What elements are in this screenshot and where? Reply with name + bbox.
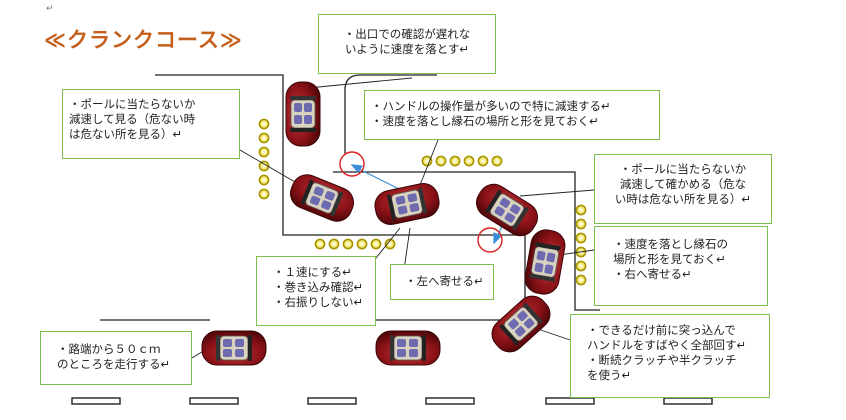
pole-icon xyxy=(575,274,587,286)
pole-icon xyxy=(328,238,340,250)
direction-arrow-icon xyxy=(350,164,364,173)
pole-icon xyxy=(575,218,587,230)
note-pole-check-right: ・ポールに当たらないか 減速して確かめる（危な い時は危ない所を見る）↵ xyxy=(594,154,772,224)
pole-icon xyxy=(463,155,475,167)
car-icon xyxy=(485,289,557,359)
pole-icon xyxy=(575,204,587,216)
pole-icon xyxy=(258,118,270,130)
pole-icon xyxy=(356,238,368,250)
note-deep-turn: ・できるだけ前に突っ込んで ハンドルをすばやく全部回す↵ ・断続クラッチや半クラ… xyxy=(570,314,770,398)
pole-icon xyxy=(435,155,447,167)
car-icon xyxy=(201,330,267,366)
pole-icon xyxy=(258,188,270,200)
pole-icon xyxy=(370,238,382,250)
check-circle-icon xyxy=(477,227,503,253)
note-pole-check-left: ・ポールに当たらないか 減速して見る（危ない時 は危ない所を見る）↵ xyxy=(62,89,240,159)
car-icon xyxy=(375,330,441,366)
pole-icon xyxy=(491,155,503,167)
pole-icon xyxy=(258,174,270,186)
car-icon xyxy=(522,227,568,297)
direction-arrow-icon xyxy=(493,232,503,245)
pole-icon xyxy=(314,238,326,250)
pole-row-upper xyxy=(421,155,503,167)
pole-icon xyxy=(258,146,270,158)
note-pull-left: ・左へ寄せる↵ xyxy=(390,264,494,300)
note-exit-check: ・出口での確認が遅れな いように速度を落とす↵ xyxy=(318,14,496,74)
pole-column-left xyxy=(258,118,270,200)
note-curb-right: ・速度を落とし縁石の 場所と形を見ておく↵ ・右へ寄せる↵ xyxy=(594,226,768,306)
pole-icon xyxy=(258,132,270,144)
pole-icon xyxy=(342,238,354,250)
check-circle-icon xyxy=(339,151,365,177)
pole-icon xyxy=(575,260,587,272)
car-icon xyxy=(371,180,443,228)
paragraph-mark: ↵ xyxy=(46,4,54,14)
pole-icon xyxy=(449,155,461,167)
note-handle-slowdown: ・ハンドルの操作量が多いので特に減速する↵ ・速度を落とし縁石の場所と形を見てお… xyxy=(364,90,660,140)
pole-icon xyxy=(477,155,489,167)
page-title: ≪クランクコース≫ xyxy=(44,28,243,52)
pole-icon xyxy=(575,232,587,244)
pole-row-lower xyxy=(314,238,396,250)
note-road-edge: ・路端から５０ｃｍ のところを走行する↵ xyxy=(40,331,192,385)
pole-column-right xyxy=(575,204,587,286)
pole-icon xyxy=(421,155,433,167)
road-markings xyxy=(71,397,713,405)
car-icon xyxy=(285,169,359,227)
car-icon xyxy=(285,81,321,147)
course-lines xyxy=(100,74,600,321)
note-first-gear: ・１速にする↵ ・巻き込み確認↵ ・右振りしない↵ xyxy=(256,256,376,326)
